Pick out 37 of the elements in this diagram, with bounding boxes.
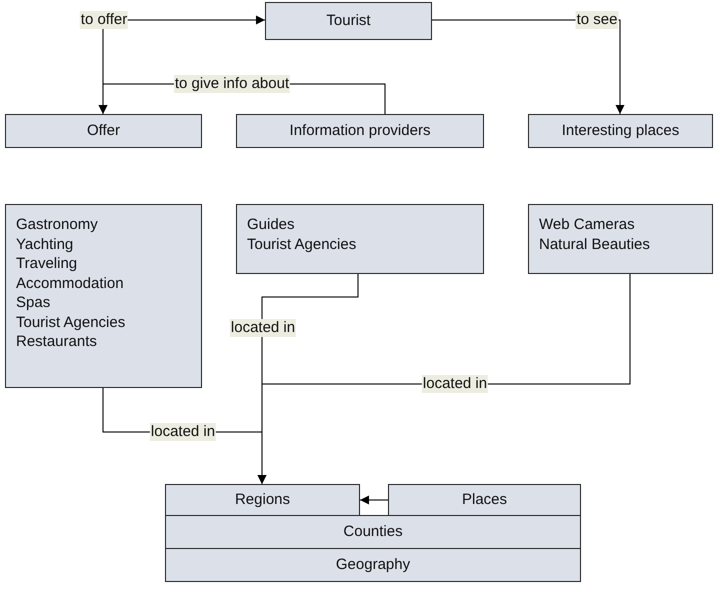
- node-text: Tourist Agencies: [247, 234, 358, 254]
- node-text: Geography: [336, 555, 410, 575]
- node-text: Counties: [343, 522, 403, 542]
- concept-box: [528, 114, 713, 148]
- node-text: Offer: [86, 121, 120, 141]
- list-box: [236, 204, 484, 274]
- node-text: Tourist: [326, 11, 371, 31]
- edge-label: located in: [422, 375, 488, 393]
- node-text: Web Cameras: [539, 215, 636, 234]
- node-text: Traveling: [16, 254, 78, 274]
- node-text: Interesting places: [562, 121, 680, 141]
- edge-label: located in: [230, 319, 296, 337]
- concept-box: [388, 484, 581, 516]
- concept-box: [165, 548, 581, 582]
- node-text: Guides: [247, 215, 296, 234]
- node-text: Yachting: [16, 234, 74, 254]
- node-text: Regions: [234, 490, 290, 510]
- concept-box: [265, 2, 432, 40]
- node-text: Tourist Agencies: [16, 312, 126, 332]
- node-text: Places: [462, 490, 508, 510]
- node-text: Restaurants: [16, 332, 98, 352]
- list-box: [5, 204, 202, 388]
- concept-box: [5, 114, 202, 148]
- edge-label: to give info about: [174, 75, 290, 93]
- edge-label: to see: [576, 11, 618, 29]
- node-text: Gastronomy: [16, 215, 99, 234]
- concept-box: [236, 114, 484, 148]
- concept-box: [165, 515, 581, 549]
- node-text: Information providers: [290, 121, 430, 141]
- node-text: Natural Beauties: [539, 234, 651, 254]
- edge-label: located in: [150, 423, 216, 441]
- connector-arrow: [360, 496, 388, 504]
- node-text: Spas: [16, 293, 52, 312]
- edge-label: to offer: [80, 11, 128, 29]
- node-text: Accommodation: [16, 274, 125, 293]
- concept-box: [165, 484, 360, 516]
- list-box: [528, 204, 713, 274]
